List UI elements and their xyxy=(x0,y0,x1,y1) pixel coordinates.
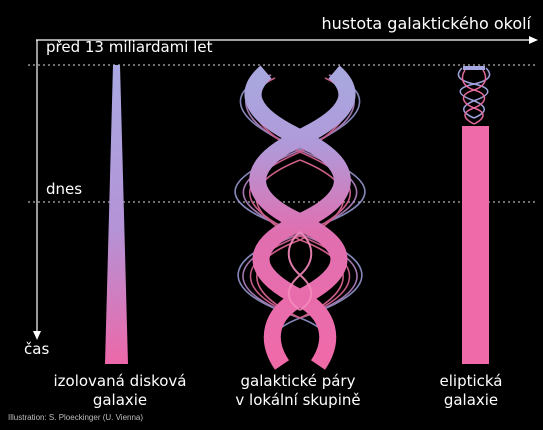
isolated-disk-caption-line1: izolovaná disková xyxy=(20,372,220,391)
elliptical-galaxy-track xyxy=(458,66,489,364)
galaxy-pairs-caption-line2: v lokální skupině xyxy=(198,391,398,410)
illustration-credit: Illustration: S. Ploeckinger (U. Vienna) xyxy=(8,413,143,422)
isolated-disk-caption: izolovaná disková galaxie xyxy=(20,372,220,410)
density-axis-arrowhead xyxy=(529,36,538,44)
elliptical-caption-line1: eliptická xyxy=(396,372,543,391)
isolated-disk-galaxy-track xyxy=(105,65,128,364)
time-start-label: před 13 miliardami let xyxy=(46,38,212,56)
time-today-label: dnes xyxy=(46,180,82,198)
time-axis-label: čas xyxy=(24,340,49,358)
isolated-disk-caption-line2: galaxie xyxy=(20,391,220,410)
time-axis-arrowhead xyxy=(33,331,41,340)
galaxy-pairs-caption: galaktické páry v lokální skupině xyxy=(198,372,398,410)
elliptical-caption: eliptická galaxie xyxy=(396,372,543,410)
galaxy-pairs-caption-line1: galaktické páry xyxy=(198,372,398,391)
elliptical-caption-line2: galaxie xyxy=(396,391,543,410)
density-axis-label: hustota galaktického okolí xyxy=(321,14,531,33)
